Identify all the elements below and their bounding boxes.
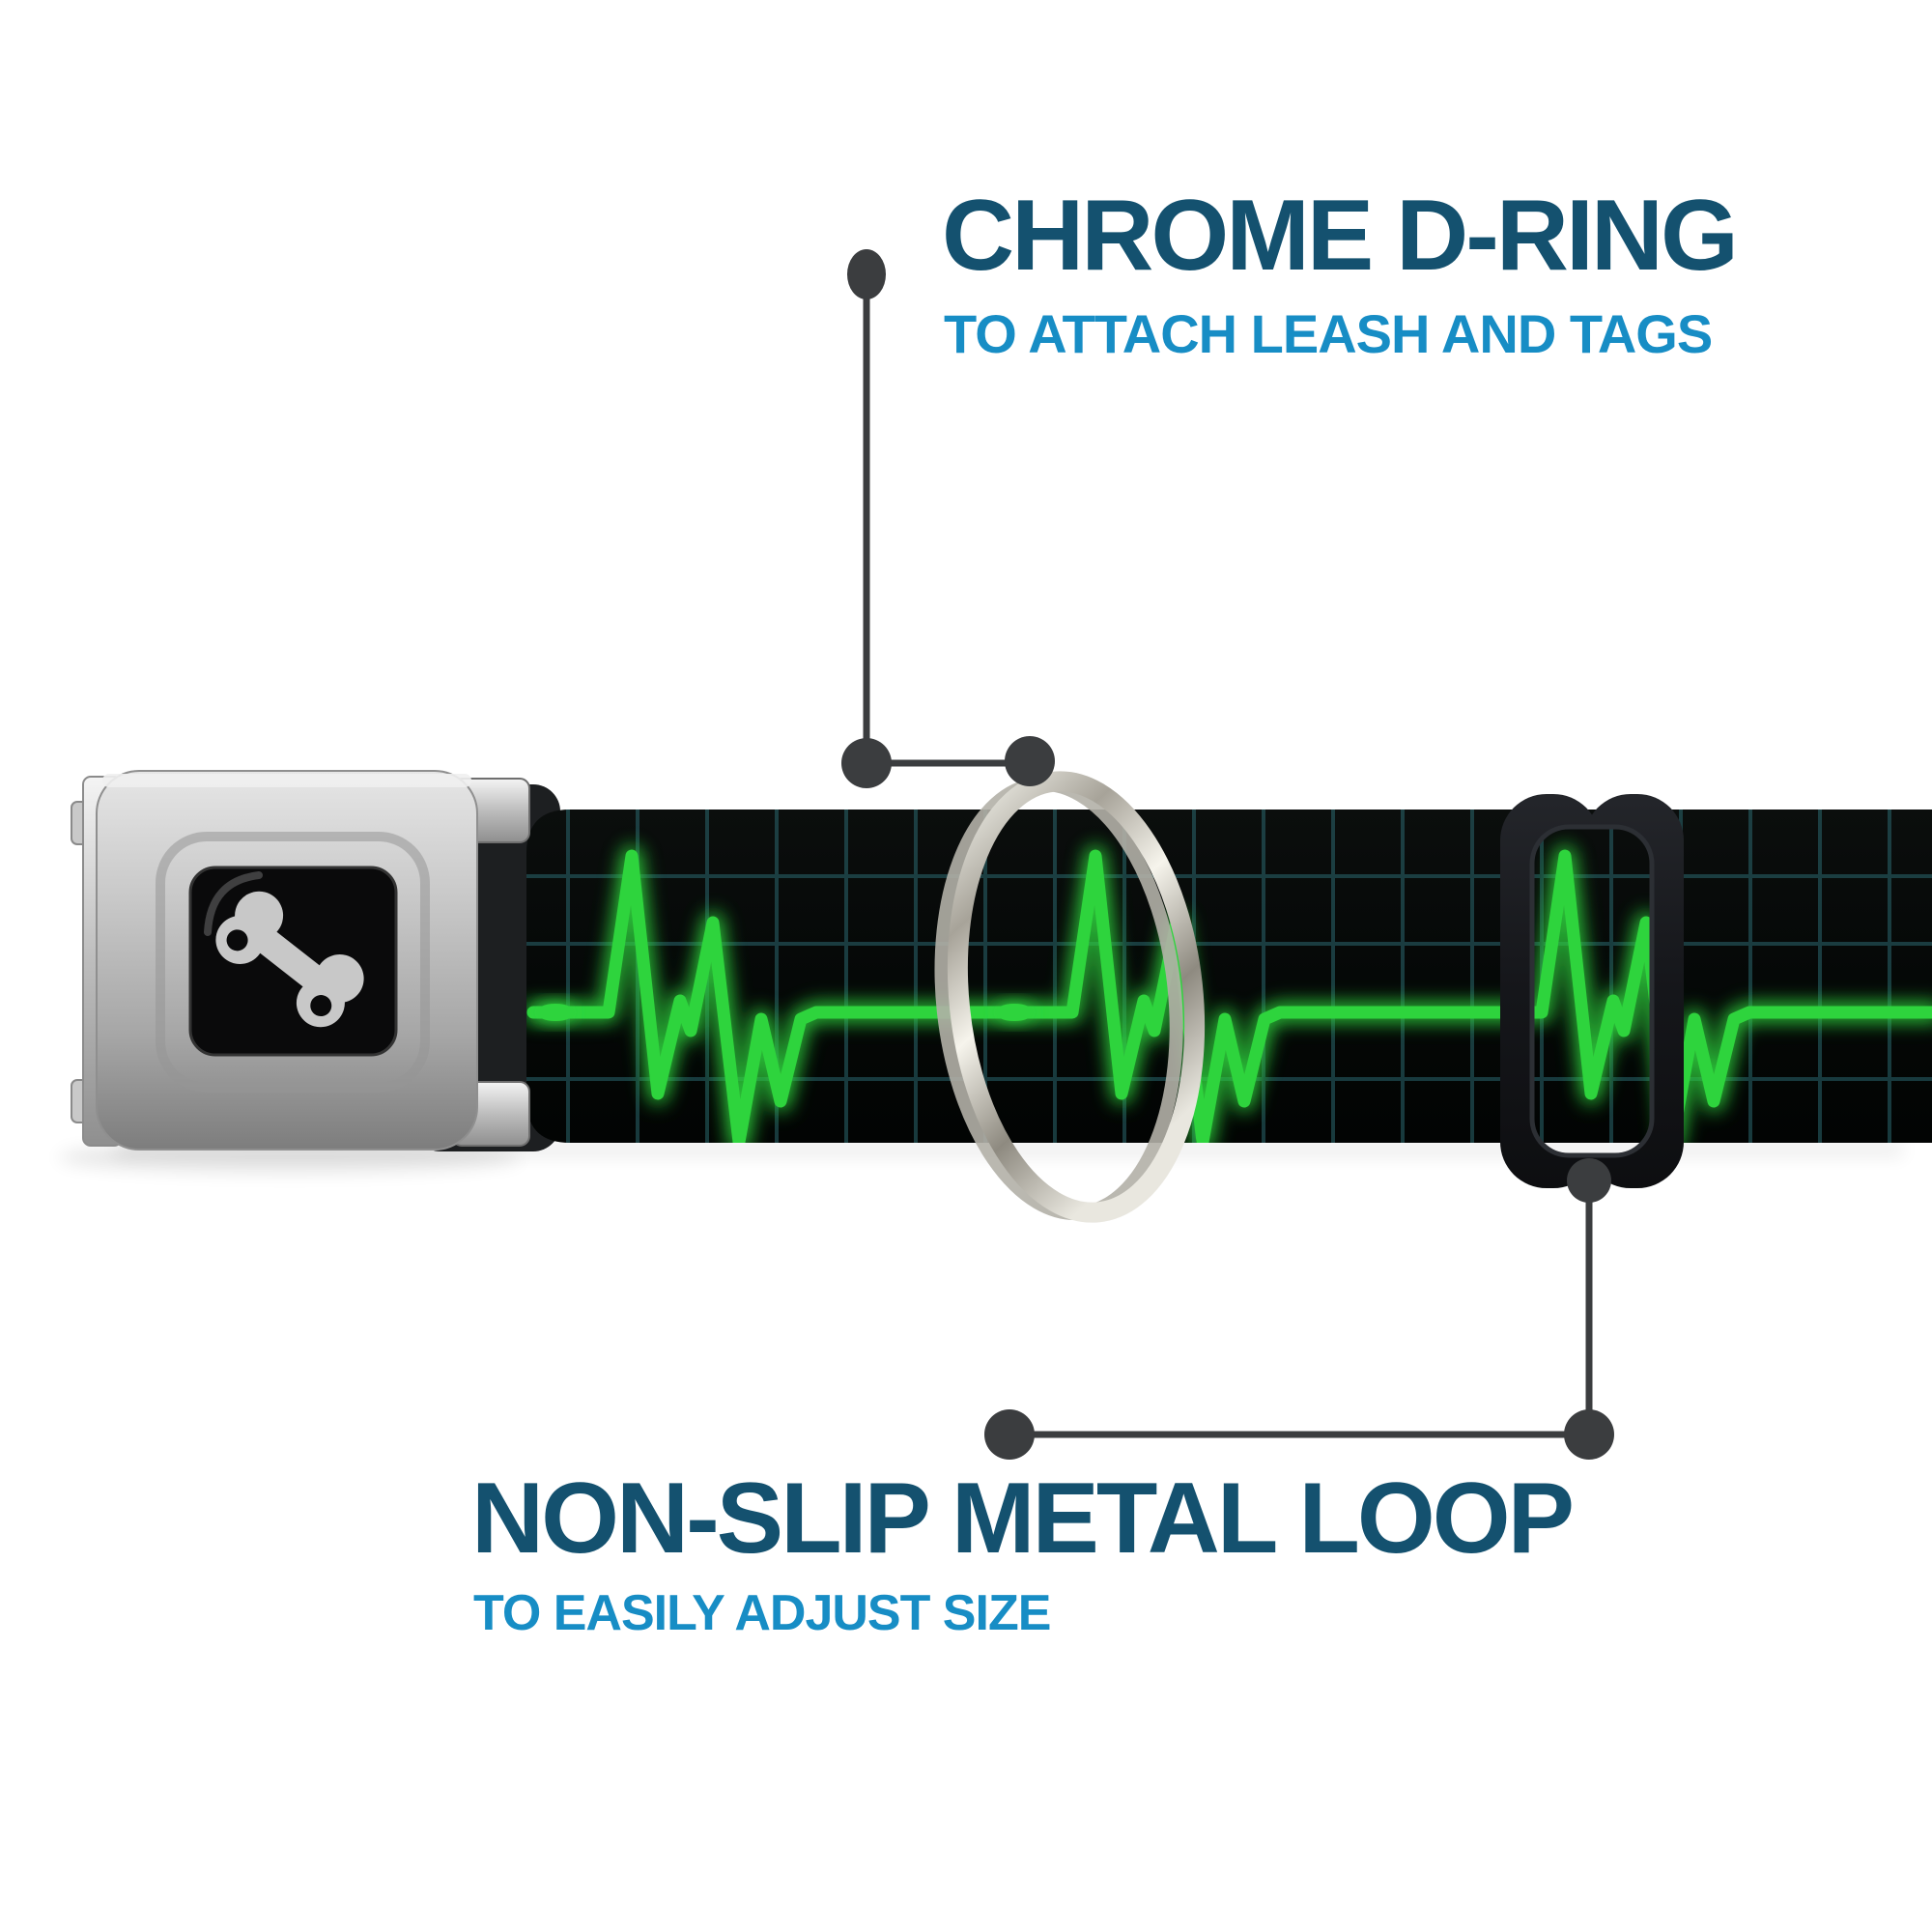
d-ring-front-loop — [947, 771, 1206, 1223]
buckle-top-highlight — [102, 774, 471, 787]
adjustment-slider-loop — [1478, 763, 1710, 1217]
buckle-bevel — [156, 832, 430, 1093]
top-annotation-subtitle: TO ATTACH LEASH AND TAGS — [944, 303, 1713, 364]
ekg-pulse-dot — [995, 1004, 1034, 1021]
inset-gloss — [204, 871, 263, 936]
callout-dot — [847, 249, 886, 299]
collar-strap — [526, 810, 1932, 1143]
callout-lines — [841, 249, 1614, 1460]
seatbelt-buckle — [71, 770, 530, 1151]
top-annotation-title: CHROME D-RING — [942, 180, 1739, 292]
callout-dot — [841, 738, 892, 788]
callout-dot — [1564, 1409, 1614, 1460]
callout-dot — [1567, 1158, 1611, 1203]
bottom-annotation-title: NON-SLIP METAL LOOP — [471, 1463, 1575, 1575]
dog-bone-icon — [215, 891, 364, 1028]
bottom-annotation-subtitle: TO EASILY ADJUST SIZE — [473, 1585, 1051, 1641]
slider-frame — [1478, 763, 1710, 1217]
slider-window-edge — [1529, 824, 1655, 1158]
callout-dot — [1005, 736, 1055, 786]
ekg-pulse-dot — [536, 1004, 575, 1021]
callout-dot — [984, 1409, 1035, 1460]
